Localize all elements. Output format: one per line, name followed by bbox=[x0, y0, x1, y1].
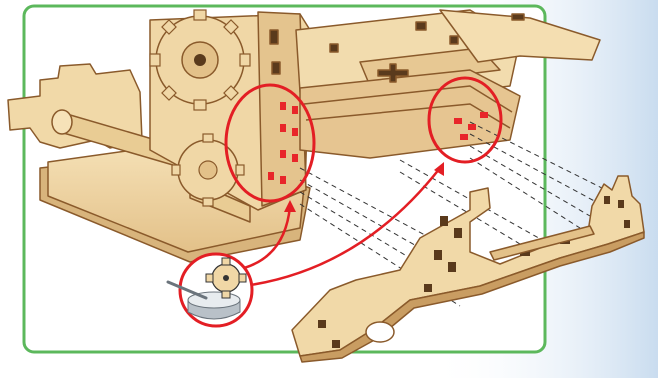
gear-icon bbox=[150, 10, 250, 110]
panel-hole bbox=[366, 322, 394, 342]
